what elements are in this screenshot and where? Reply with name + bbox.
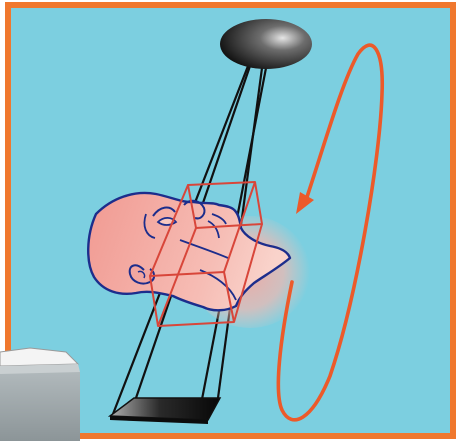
xray-source-icon xyxy=(220,19,312,69)
patient-table xyxy=(0,348,80,441)
